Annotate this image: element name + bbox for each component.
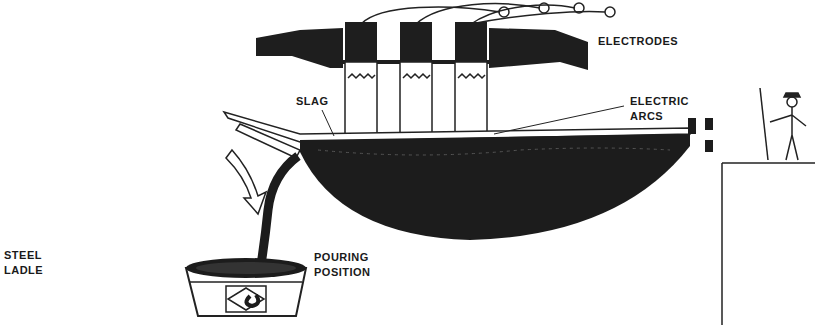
steel-ladle bbox=[186, 258, 306, 316]
operator-figure bbox=[722, 88, 815, 325]
electrodes bbox=[345, 22, 487, 139]
leader-lines bbox=[322, 106, 624, 136]
part-label: ELECTRODES bbox=[598, 34, 708, 49]
power-cables bbox=[361, 3, 615, 24]
part-label: ELECTRIC ARCS bbox=[630, 94, 700, 124]
furnace-hearth bbox=[224, 112, 713, 240]
tilt-arrow bbox=[226, 150, 266, 214]
part-label: STEEL LADLE bbox=[4, 248, 56, 278]
part-label: SLAG bbox=[296, 94, 340, 109]
part-label: POURING POSITION bbox=[314, 250, 400, 280]
